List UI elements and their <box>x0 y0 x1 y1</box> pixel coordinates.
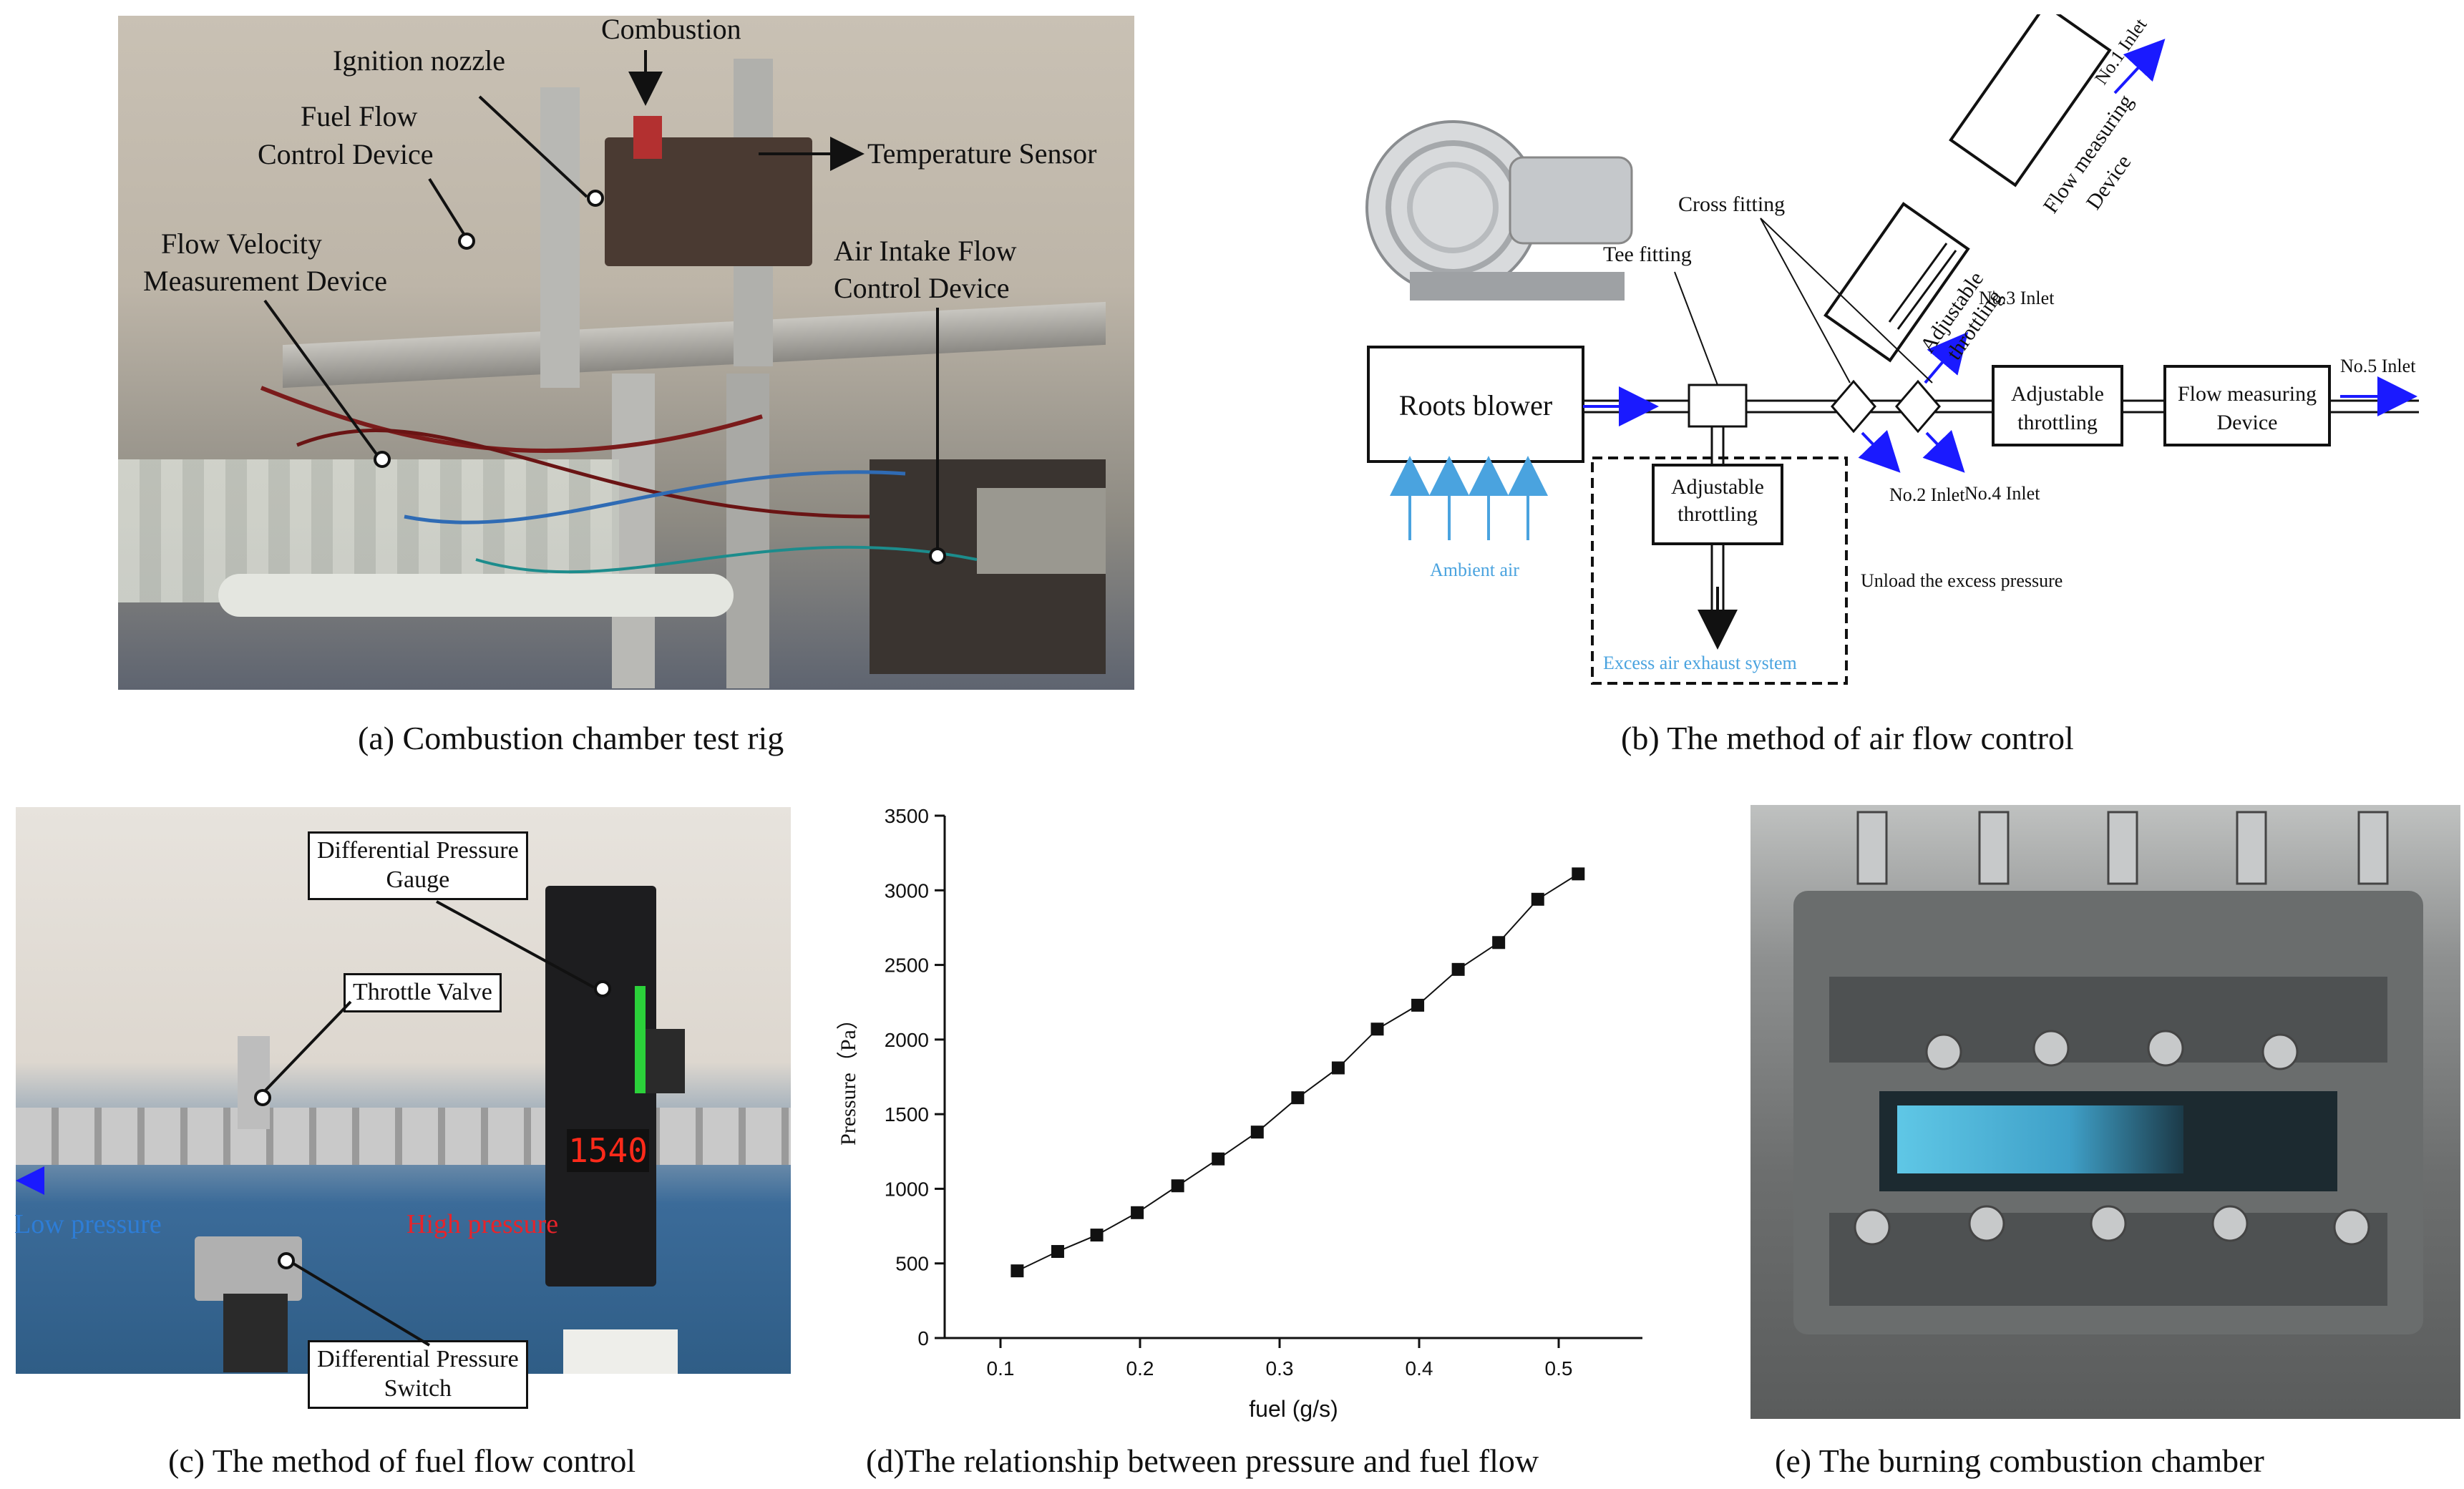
no2-inlet-label: No.2 Inlet <box>1889 484 1965 505</box>
data-point <box>1531 892 1544 906</box>
throttle-valve-label: Throttle Valve <box>344 973 502 1012</box>
no3-inlet-label: No.3 Inlet <box>1979 288 2055 308</box>
data-point <box>1131 1206 1144 1219</box>
y-tick-label: 500 <box>895 1253 929 1275</box>
chart-ticks: 0.1 0.2 0.3 0.4 0.5 0 500 1000 1500 2000 2500 3000 3… <box>885 805 1573 1380</box>
marker-throttle-valve <box>254 1089 271 1106</box>
chart-y-axis-label: Pressure（Pa） <box>837 1008 860 1146</box>
roots-blower-label: Roots blower <box>1399 389 1552 421</box>
tee-fitting-label: Tee fitting <box>1603 243 1692 266</box>
y-tick-label: 3000 <box>885 879 929 902</box>
x-tick-label: 0.3 <box>1266 1357 1294 1380</box>
dp-switch-label-line2: Switch <box>384 1375 452 1402</box>
adjustable-throttling-right-1: Adjustable <box>2011 382 2104 406</box>
cross-fitting-label: Cross fitting <box>1678 192 1785 216</box>
low-pressure-label: Low pressure <box>14 1209 162 1239</box>
label-flow-velocity-line2: Measurement Device <box>143 265 387 297</box>
blower-illustration <box>1365 120 1633 301</box>
caption-e: (e) The burning combustion chamber <box>1775 1442 2264 1479</box>
burning-chamber-photo <box>1750 805 2460 1419</box>
label-fuel-flow-line1: Fuel Flow <box>301 100 418 132</box>
data-point <box>1291 1091 1305 1105</box>
dp-switch-label-line1: Differential Pressure <box>317 1346 519 1372</box>
caption-b: (b) The method of air flow control <box>1621 720 2074 756</box>
wires-illustration <box>260 386 978 574</box>
x-tick-label: 0.1 <box>987 1357 1015 1380</box>
label-ignition-nozzle: Ignition nozzle <box>333 44 506 77</box>
label-flow-velocity-line1: Flow Velocity <box>161 228 322 260</box>
caption-d: (d)The relationship between pressure and… <box>866 1442 1539 1479</box>
data-point <box>1090 1229 1104 1242</box>
adjustable-throttling-bottom-2: throttling <box>1677 502 1758 526</box>
pressure-fuel-chart: 0.1 0.2 0.3 0.4 0.5 0 500 1000 1500 2000 2500 3000 3… <box>837 805 1642 1422</box>
unload-excess-label: Unload the excess pressure <box>1861 570 2063 591</box>
high-pressure-label: High pressure <box>406 1209 559 1239</box>
data-point <box>1171 1179 1184 1193</box>
y-tick-label: 2500 <box>885 955 929 977</box>
dp-gauge-label: Differential Pressure Gauge <box>308 831 528 900</box>
chart-series-line <box>1016 873 1579 1272</box>
caption-c: (c) The method of fuel flow control <box>168 1442 636 1479</box>
chart-points <box>1011 867 1585 1278</box>
ambient-air-label: Ambient air <box>1430 560 1519 580</box>
excess-air-exhaust-label: Excess air exhaust system <box>1603 653 1797 673</box>
caption-a: (a) Combustion chamber test rig <box>358 720 784 756</box>
data-point <box>1411 998 1425 1012</box>
y-tick-label: 1500 <box>885 1103 929 1126</box>
data-point <box>1370 1022 1384 1036</box>
chart-x-axis-label: fuel (g/s) <box>1249 1396 1338 1422</box>
marker-flow-velocity <box>374 451 391 468</box>
data-point <box>1572 867 1585 881</box>
pressure-arrow <box>16 1166 574 1195</box>
adjustable-throttling-bottom-1: Adjustable <box>1671 475 1764 499</box>
data-point <box>1051 1245 1064 1259</box>
marker-ignition <box>587 190 604 207</box>
marker-fuel-flow <box>458 233 475 250</box>
marker-dp-gauge <box>594 980 611 997</box>
flow-measuring-right-1: Flow measuring <box>2178 382 2317 406</box>
x-tick-label: 0.2 <box>1126 1357 1154 1380</box>
data-point <box>1451 962 1465 976</box>
dp-gauge-label-line1: Differential Pressure <box>317 837 519 864</box>
no4-inlet-label: No.4 Inlet <box>1964 483 2040 504</box>
flame-window <box>1897 1105 2183 1173</box>
marker-dp-switch <box>278 1252 295 1269</box>
label-temperature-sensor: Temperature Sensor <box>867 137 1097 170</box>
gauge-display: 1540 <box>567 1129 649 1172</box>
test-rig-photo <box>118 16 1134 690</box>
data-point <box>1250 1126 1264 1139</box>
fuel-control-photo: 1540 <box>16 807 791 1374</box>
label-combustion: Combustion <box>601 13 741 45</box>
label-air-intake-line1: Air Intake Flow <box>834 235 1017 267</box>
panel-c-leader-lines <box>260 900 595 1347</box>
y-tick-label: 3500 <box>885 805 929 827</box>
y-tick-label: 0 <box>917 1327 929 1349</box>
dp-gauge-label-line2: Gauge <box>386 866 450 893</box>
series-line <box>1016 873 1579 1272</box>
marker-air-intake <box>929 547 946 565</box>
label-fuel-flow-line2: Control Device <box>258 138 434 170</box>
label-air-intake-line2: Control Device <box>834 272 1010 304</box>
no5-inlet-label: No.5 Inlet <box>2340 356 2416 376</box>
chart-axes <box>943 816 1642 1339</box>
y-tick-label: 2000 <box>885 1029 929 1051</box>
data-point <box>1212 1152 1225 1166</box>
data-point <box>1492 936 1506 949</box>
y-tick-label: 1000 <box>885 1178 929 1200</box>
dp-switch-label: Differential Pressure Switch <box>308 1340 528 1409</box>
x-tick-label: 0.4 <box>1406 1357 1433 1380</box>
throttle-valve-label-text: Throttle Valve <box>353 979 492 1005</box>
data-point <box>1331 1061 1345 1075</box>
chamber-screws <box>1854 811 2389 1246</box>
panel-a-leader-lines <box>263 50 939 555</box>
data-point <box>1011 1264 1024 1278</box>
adjustable-throttling-right-2: throttling <box>2017 411 2098 434</box>
flow-measuring-right-2: Device <box>2217 411 2278 434</box>
air-flow-diagram: Roots blower Tee fitting Cross fitting A… <box>1365 14 2419 685</box>
x-tick-label: 0.5 <box>1545 1357 1573 1380</box>
